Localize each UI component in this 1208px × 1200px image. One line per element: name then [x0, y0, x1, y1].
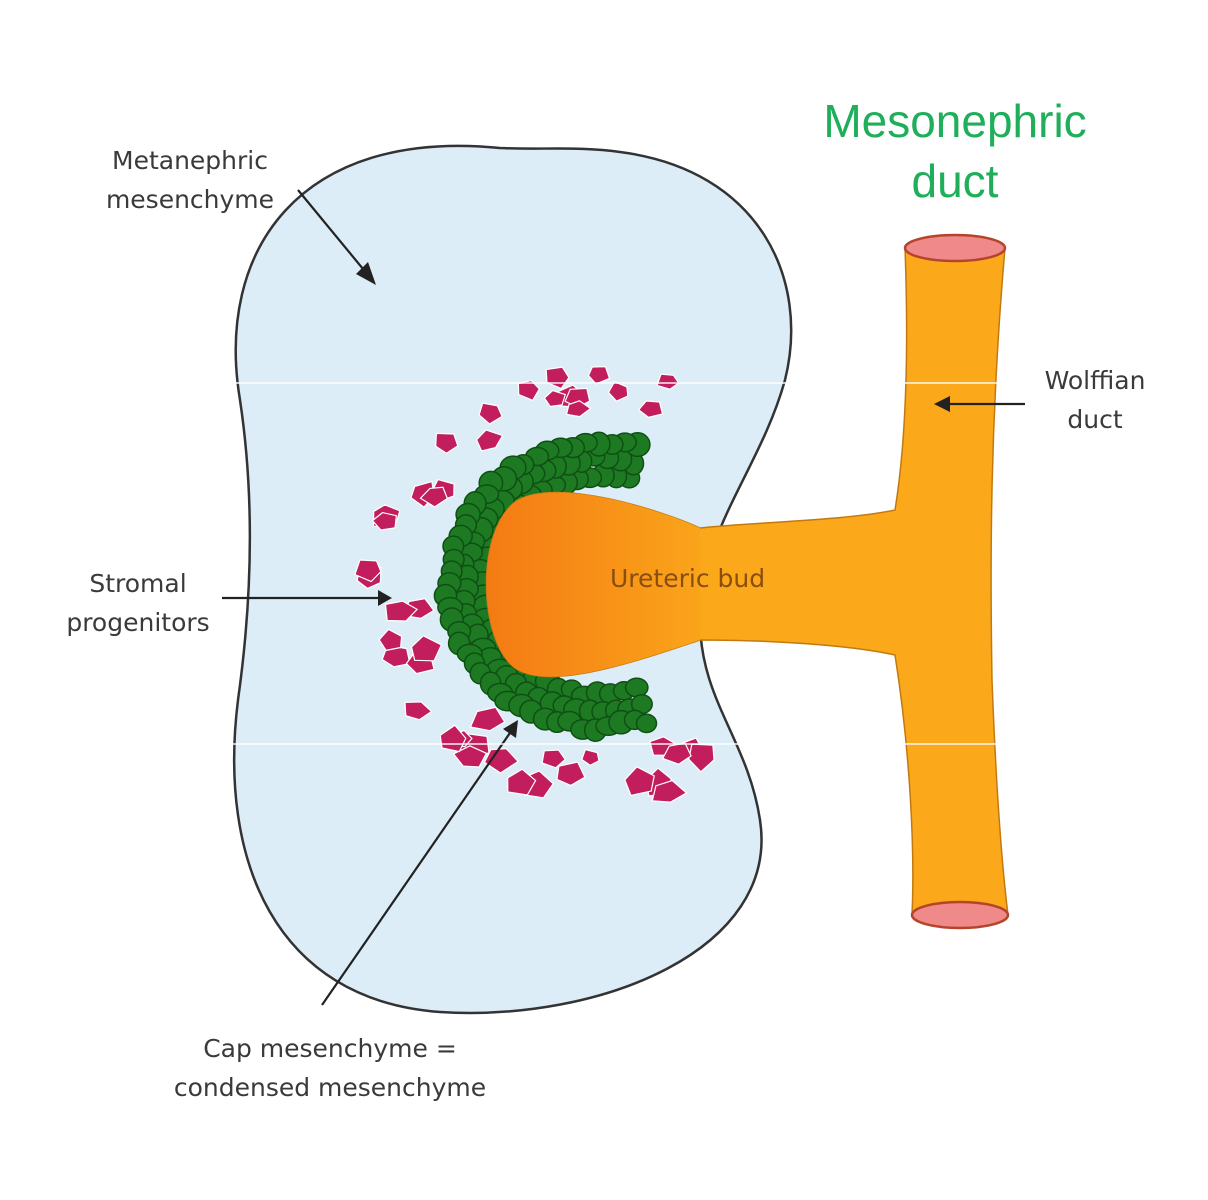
wolffian-duct-label: Wolffian duct — [1044, 366, 1146, 434]
cap-pointer-arrow — [321, 720, 518, 1006]
title-line-1: Mesonephric — [823, 95, 1087, 147]
stromal-progenitor-cell — [656, 373, 680, 390]
stromal-progenitor-cell — [419, 486, 449, 508]
stromal-progenitor-cell — [452, 745, 488, 768]
stromal-progenitors-label: Stromal progenitors — [66, 569, 210, 637]
stromal-progenitor-cell — [688, 743, 715, 773]
stromal-progenitor-cell — [371, 511, 398, 531]
stromal-progenitor-cell — [543, 389, 567, 408]
stromal-pointer-arrow — [222, 590, 392, 606]
stromal-progenitor-cell — [507, 768, 537, 796]
stromal-progenitor-cell — [410, 635, 443, 662]
stromal-progenitor-cell — [651, 779, 688, 803]
metanephric-mesenchyme-label: Metanephric mesenchyme — [105, 146, 275, 214]
stromal-progenitor-cell — [581, 748, 600, 766]
ureteric-bud — [486, 492, 700, 677]
stromal-progenitor-cell — [556, 761, 586, 787]
stromal-progenitor-cell — [483, 748, 520, 774]
stromal-progenitor-cell — [475, 429, 504, 452]
stromal-progenitor-cell — [469, 706, 506, 732]
stromal-progenitor-cell — [565, 400, 592, 418]
stromal-progenitor-cell — [624, 766, 655, 797]
stromal-progenitor-cell — [354, 559, 382, 583]
metanephric-pointer-arrow — [297, 189, 376, 285]
stromal-progenitor-cell — [435, 432, 459, 454]
cap-mesenchyme-label: Cap mesenchyme = condensed mesenchyme — [173, 1034, 487, 1102]
title-line-2: duct — [911, 154, 999, 207]
stromal-progenitor-cells — [354, 366, 715, 803]
duct-lumen-bottom — [910, 900, 1010, 930]
stromal-progenitor-cell — [517, 379, 541, 402]
stromal-progenitor-cell — [661, 742, 692, 765]
duct-lumen-top — [903, 233, 1007, 263]
stromal-progenitor-cell — [384, 600, 419, 622]
cap-mesenchyme-cell — [624, 677, 649, 698]
wolffian-pointer-arrow — [934, 396, 1025, 412]
stromal-progenitor-cell — [404, 701, 433, 721]
mesonephric-duct-title: Mesonephric duct — [790, 92, 1120, 212]
stromal-progenitor-cell — [378, 628, 403, 652]
stromal-progenitor-cell — [478, 402, 503, 425]
cap-mesenchyme-cell — [635, 713, 658, 734]
stromal-progenitor-cell — [541, 749, 566, 769]
stromal-progenitor-cell — [637, 400, 664, 418]
ureteric-bud-label: Ureteric bud — [610, 564, 766, 593]
stromal-progenitor-cell — [607, 380, 629, 402]
